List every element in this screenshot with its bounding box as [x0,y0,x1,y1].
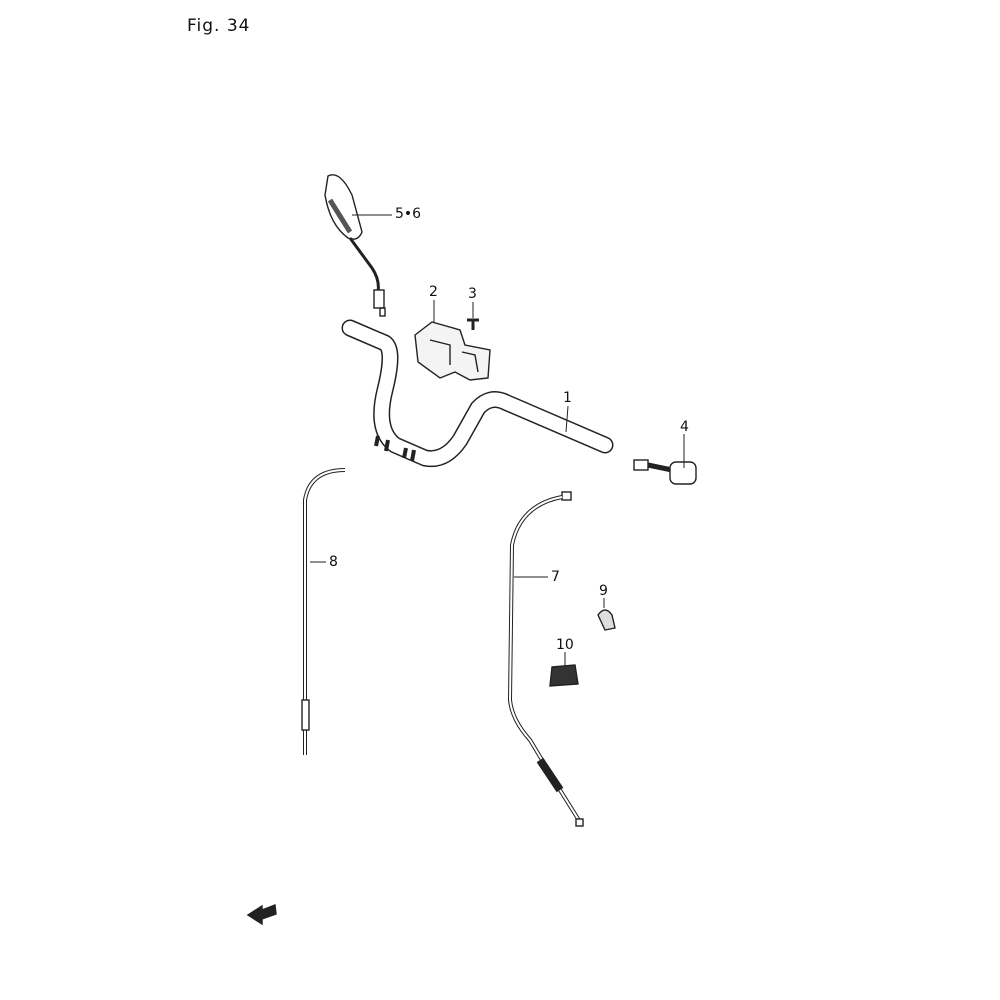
part-label-4: 4 [680,419,689,435]
part-label-5-6: 5•6 [395,206,422,222]
mirror-part[interactable] [324,174,386,317]
leader-lines [310,214,685,666]
part-label-1: 1 [563,390,572,406]
handlebar-part[interactable] [341,319,614,468]
throttle-cable-part[interactable] [301,468,346,755]
part-label-3: 3 [468,286,477,302]
bolt-part[interactable] [467,318,479,330]
part-label-2: 2 [429,284,438,300]
pad-part[interactable] [549,664,579,687]
part-label-8: 8 [329,554,338,570]
figure-title: Fig. 34 [187,16,251,36]
bar-end-part[interactable] [633,459,697,485]
clutch-cable-part[interactable] [507,491,584,827]
part-label-9: 9 [599,583,608,599]
part-label-7: 7 [551,569,560,585]
fwd-arrow-icon [246,904,277,926]
cable-clamp-part[interactable] [597,609,616,631]
holder-part[interactable] [414,321,491,381]
part-label-10: 10 [556,637,574,653]
